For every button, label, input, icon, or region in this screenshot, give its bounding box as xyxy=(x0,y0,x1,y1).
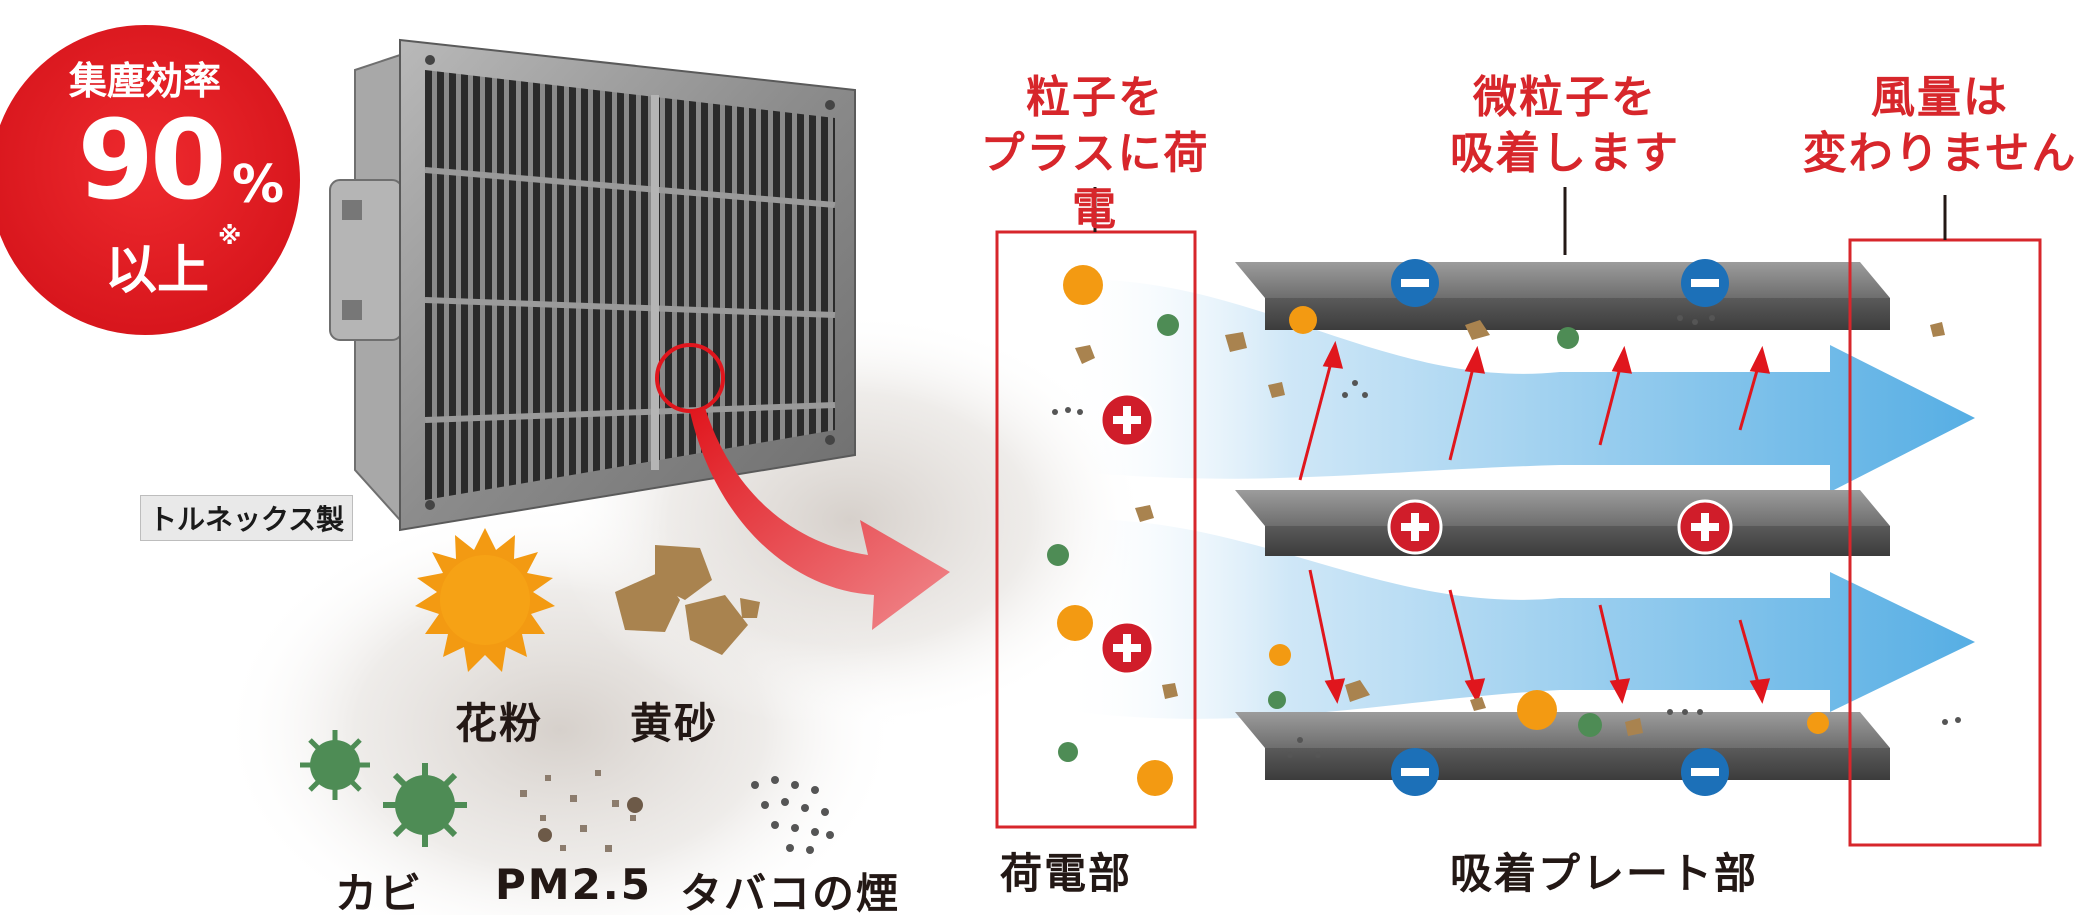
smoke-icon xyxy=(1052,315,1961,758)
adsorb-callout: 微粒子を 吸着します xyxy=(1450,72,1680,179)
top-plate xyxy=(1235,262,1890,330)
flow-arrow-icon xyxy=(1060,279,1975,492)
charge-callout: 粒子を プラスに荷電 xyxy=(980,72,1210,235)
smoke-icon xyxy=(751,776,834,854)
sand-icon xyxy=(615,545,760,655)
mold-icon xyxy=(1047,314,1602,762)
pm25-label: PM2.5 xyxy=(495,860,652,909)
plus-icon xyxy=(1099,620,1155,676)
minus-icon xyxy=(1681,259,1729,307)
plus-icon xyxy=(1677,499,1733,555)
mold-icon xyxy=(300,730,467,847)
minus-icon xyxy=(1391,259,1439,307)
minus-icon xyxy=(1681,748,1729,796)
zoom-arrow-icon xyxy=(690,408,950,630)
badge-number: 90 xyxy=(77,96,226,224)
plate-section-label: 吸着プレート部 xyxy=(1450,849,1759,898)
airflow-callout: 風量は 変わりません xyxy=(1802,72,2078,179)
badge-suffix: 以上 xyxy=(105,241,210,301)
efficiency-badge xyxy=(0,19,306,341)
pollen-icon xyxy=(1057,265,1829,796)
pollen-label: 花粉 xyxy=(455,699,544,748)
smoke-label: タバコの煙 xyxy=(680,869,901,918)
flow-arrow-icon xyxy=(1060,519,1975,719)
yellow-sand-label: 黄砂 xyxy=(630,699,719,748)
badge-percent: % xyxy=(232,155,285,215)
minus-icon xyxy=(1391,748,1439,796)
bottom-plate xyxy=(1235,712,1890,780)
middle-plate xyxy=(1235,490,1890,556)
charging-section-label: 荷電部 xyxy=(1000,849,1133,898)
pm25-icon xyxy=(520,770,643,852)
mold-label: カビ xyxy=(335,869,424,918)
badge-title: 集塵効率 xyxy=(68,59,221,103)
attraction-arrows xyxy=(1298,340,1771,704)
product-maker-tag: トルネックス製 xyxy=(140,495,354,541)
plus-icon xyxy=(1387,499,1443,555)
pollen-icon xyxy=(415,528,555,672)
filter-unit-image xyxy=(329,38,856,532)
plus-icon xyxy=(1099,392,1155,448)
badge-note-mark: ※ xyxy=(218,222,242,250)
sand-icon xyxy=(1075,320,1945,736)
